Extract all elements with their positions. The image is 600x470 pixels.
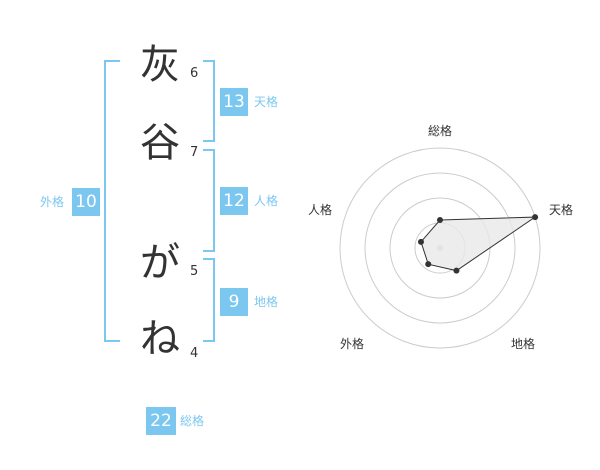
radar-axis-label-soukaku: 総格 xyxy=(428,124,453,138)
tenkaku-label: 天格 xyxy=(254,95,279,109)
radar-point-5 xyxy=(417,238,424,245)
jinkaku-bracket xyxy=(203,149,215,252)
stroke-count-3: 5 xyxy=(190,264,199,279)
radar-points xyxy=(417,214,539,274)
gaikaku-label: 外格 xyxy=(40,195,65,209)
name-char-3: が xyxy=(140,240,180,286)
stroke-count-1: 6 xyxy=(190,66,199,81)
gaikaku-value-box: 10 xyxy=(72,188,100,216)
tenkaku-bracket xyxy=(203,60,215,142)
stroke-count-4: 4 xyxy=(190,346,199,361)
soukaku-label: 総格 xyxy=(180,414,205,428)
radar-area xyxy=(420,216,537,272)
jinkaku-value-box: 12 xyxy=(220,187,248,215)
radar-axis-label-jinkaku: 人格 xyxy=(308,203,333,217)
radar-axis-label-tenkaku: 天格 xyxy=(549,203,574,217)
jinkaku-label: 人格 xyxy=(254,194,279,208)
chikaku-value-box: 9 xyxy=(220,288,248,316)
radar-point-1 xyxy=(437,217,443,223)
radar-point-2 xyxy=(532,214,539,221)
chikaku-bracket xyxy=(203,258,215,342)
radar-axis-label-chikaku: 地格 xyxy=(511,337,536,351)
name-char-2: 谷 xyxy=(140,120,180,166)
radar-axis-label-gaikaku: 外格 xyxy=(340,337,365,351)
gaikaku-bracket xyxy=(104,60,120,342)
chikaku-label: 地格 xyxy=(254,295,279,309)
name-char-1: 灰 xyxy=(140,42,180,88)
tenkaku-value-box: 13 xyxy=(220,88,248,116)
radar-point-4 xyxy=(425,261,432,268)
radar-grid-ring xyxy=(339,147,541,349)
name-char-4: ね xyxy=(140,316,180,362)
radar-grid-ring xyxy=(364,172,516,324)
stroke-count-2: 7 xyxy=(190,145,199,160)
radar-point-3 xyxy=(453,267,460,274)
soukaku-value-box: 22 xyxy=(146,407,176,435)
